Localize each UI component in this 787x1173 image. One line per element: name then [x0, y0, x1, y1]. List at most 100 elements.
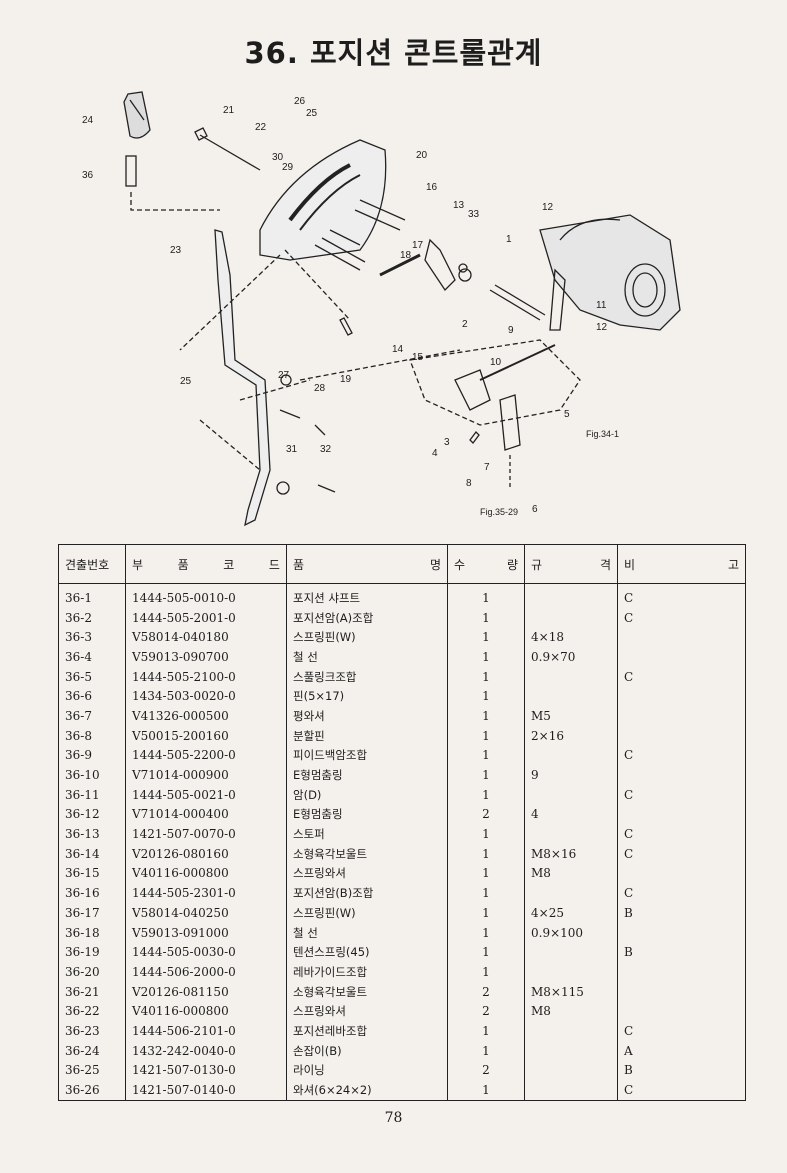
cell-note: C — [617, 784, 746, 805]
cell-code: 1444-505-0010-0 — [125, 583, 287, 608]
cell-code: V71014-000400 — [125, 804, 287, 825]
callout-9: 9 — [508, 325, 514, 336]
cell-no: 36-20 — [58, 962, 126, 982]
cell-name: 와셔(6×24×2) — [286, 1080, 448, 1101]
callout-12-bottom: 12 — [596, 322, 608, 333]
callout-10: 10 — [490, 357, 502, 368]
cell-qty: 1 — [447, 666, 525, 687]
cell-spec: 0.9×100 — [524, 922, 618, 943]
cell-no: 36-22 — [58, 1001, 126, 1022]
cell-no: 36-2 — [58, 607, 126, 628]
callout-3: 3 — [444, 437, 450, 448]
cell-qty: 1 — [447, 824, 525, 844]
callout-33: 33 — [468, 209, 480, 220]
cell-spec — [524, 686, 618, 707]
callout-20: 20 — [416, 150, 428, 161]
cell-name: 철 선 — [286, 922, 448, 943]
callout-12-top: 12 — [542, 202, 554, 213]
cell-spec: 4 — [524, 804, 618, 825]
callout-26: 26 — [294, 96, 306, 107]
callout-15: 15 — [412, 352, 424, 363]
cell-no: 36-8 — [58, 725, 126, 746]
cell-note: B — [617, 903, 746, 923]
page-title: 36. 포지션 콘트롤관계 — [244, 36, 543, 70]
callout-8: 8 — [466, 478, 472, 489]
callout-29: 29 — [282, 162, 294, 173]
cell-note: C — [617, 843, 746, 864]
cell-code: V71014-000900 — [125, 765, 287, 785]
cell-qty: 1 — [447, 647, 525, 667]
callout-7: 7 — [484, 462, 490, 473]
cell-code: 1421-507-0070-0 — [125, 824, 287, 844]
cell-code: 1444-506-2101-0 — [125, 1021, 287, 1041]
callout-4: 4 — [432, 448, 438, 459]
cell-qty: 1 — [447, 843, 525, 864]
fig-ref-35-29: Fig.35-29 — [480, 507, 518, 517]
cell-no: 36-14 — [58, 843, 126, 864]
callout-18: 18 — [400, 250, 412, 261]
callout-1: 1 — [506, 234, 512, 245]
cell-code: 1444-505-0030-0 — [125, 942, 287, 963]
cell-qty: 1 — [447, 686, 525, 707]
cell-code: 1444-505-0021-0 — [125, 784, 287, 805]
cell-code: V59013-091000 — [125, 922, 287, 943]
callout-28: 28 — [314, 383, 326, 394]
cell-spec — [524, 607, 618, 628]
cell-note: C — [617, 583, 746, 608]
callout-17: 17 — [412, 240, 424, 251]
cell-code: V20126-080160 — [125, 843, 287, 864]
cell-name: 손잡이(B) — [286, 1040, 448, 1061]
cell-no: 36-19 — [58, 942, 126, 963]
cell-no: 36-25 — [58, 1060, 126, 1081]
page-number: 78 — [384, 1110, 403, 1126]
cell-note: C — [617, 745, 746, 766]
cell-code: 1444-505-2301-0 — [125, 883, 287, 903]
cell-no: 36-24 — [58, 1040, 126, 1061]
cell-qty: 2 — [447, 1001, 525, 1022]
cell-note — [617, 627, 746, 648]
cell-name: 핀(5×17) — [286, 686, 448, 707]
callout-30: 30 — [272, 152, 284, 163]
cell-qty: 1 — [447, 607, 525, 628]
cell-spec — [524, 824, 618, 844]
callout-32: 32 — [320, 444, 332, 455]
cell-qty: 1 — [447, 962, 525, 982]
callout-16: 16 — [426, 182, 438, 193]
cell-no: 36-16 — [58, 883, 126, 903]
cell-note: C — [617, 666, 746, 687]
cell-code: 1434-503-0020-0 — [125, 686, 287, 707]
cell-spec: 2×16 — [524, 725, 618, 746]
cell-name: 텐션스프링(45) — [286, 942, 448, 963]
cell-name: 철 선 — [286, 647, 448, 667]
cell-note — [617, 981, 746, 1002]
cell-code: V41326-000500 — [125, 706, 287, 726]
cell-no: 36-26 — [58, 1080, 126, 1101]
cell-spec — [524, 962, 618, 982]
callout-11: 11 — [596, 300, 607, 311]
callout-6: 6 — [532, 504, 538, 515]
cell-note: A — [617, 1040, 746, 1061]
cell-qty: 1 — [447, 1040, 525, 1061]
cell-name: 포지션 샤프트 — [286, 583, 448, 608]
cell-spec — [524, 1040, 618, 1061]
cell-no: 36-9 — [58, 745, 126, 766]
cell-spec: M5 — [524, 706, 618, 726]
cell-code: 1444-505-2200-0 — [125, 745, 287, 766]
cell-spec: M8 — [524, 863, 618, 884]
